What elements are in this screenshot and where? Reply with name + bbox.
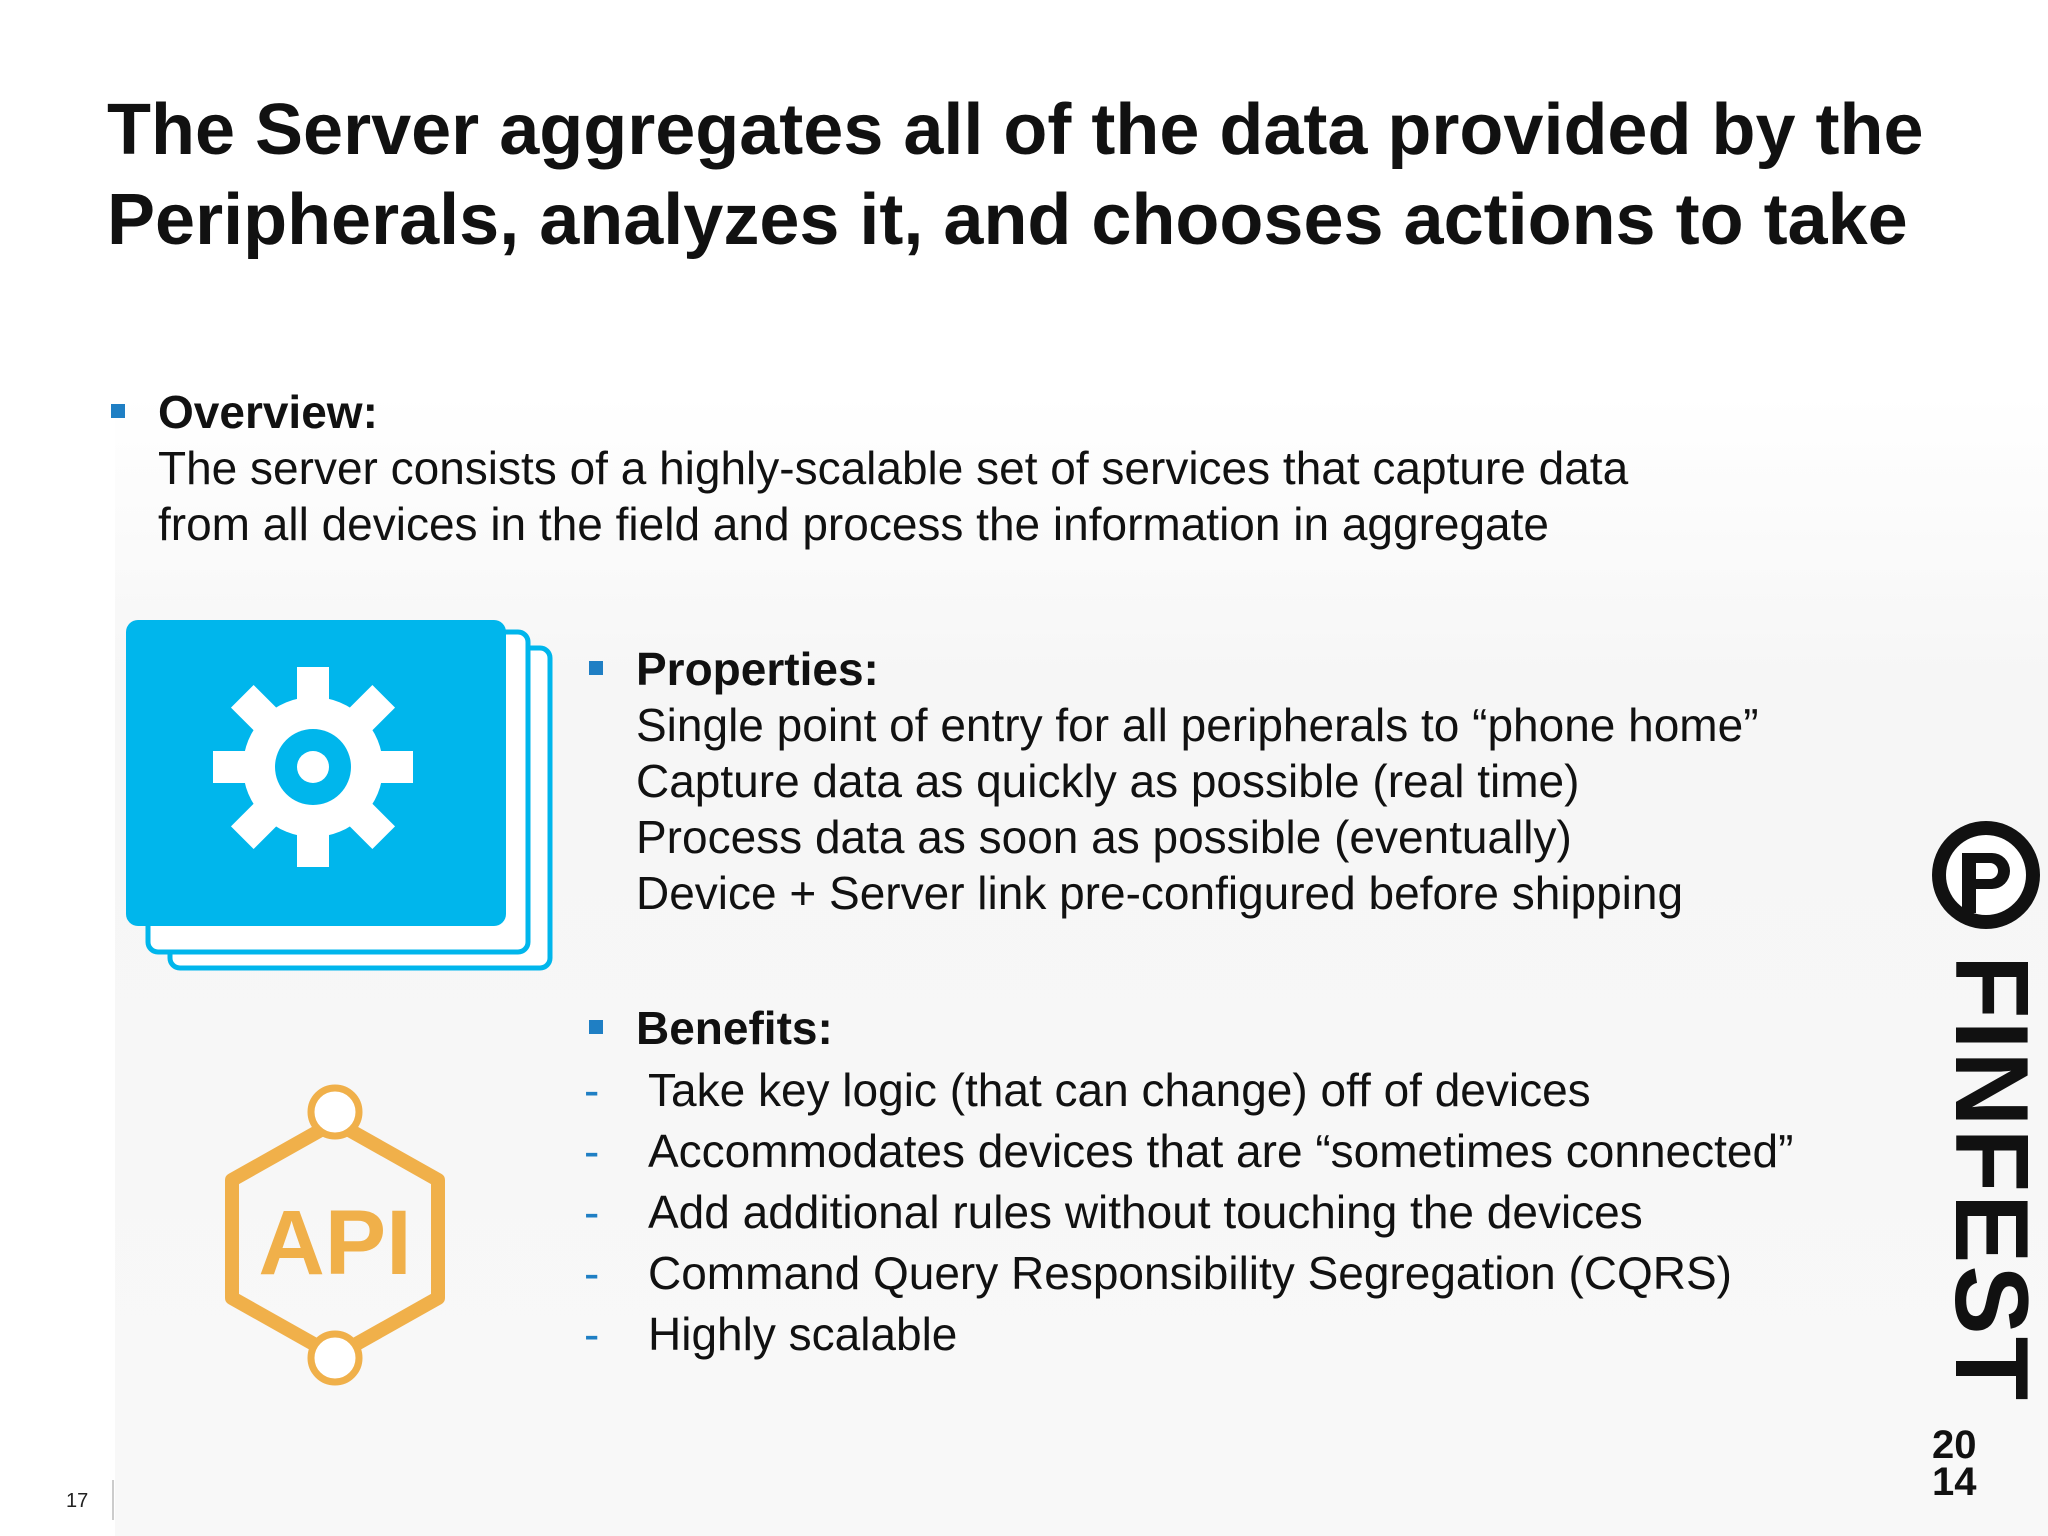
benefit-item: Take key logic (that can change) off of … <box>648 1064 1591 1116</box>
logo-text: FINFEST <box>1933 955 2048 1402</box>
finfest-logo: FINFEST 20 14 <box>1928 815 2048 1520</box>
benefit-item: Accommodates devices that are “sometimes… <box>648 1125 1794 1177</box>
benefit-dash: - <box>584 1247 600 1299</box>
benefit-dash: - <box>584 1064 600 1116</box>
benefit-dash: - <box>584 1186 600 1238</box>
footer-divider <box>112 1480 114 1520</box>
title-line-2: Peripherals, analyzes it, and chooses ac… <box>107 180 1908 260</box>
logo-year-top: 20 <box>1932 1423 1977 1467</box>
properties-line: Process data as soon as possible (eventu… <box>636 811 1572 863</box>
benefit-item: Highly scalable <box>648 1308 958 1360</box>
gear-window-icon <box>126 620 556 981</box>
properties-line: Capture data as quickly as possible (rea… <box>636 755 1580 807</box>
properties-bullet <box>589 661 603 675</box>
benefits-heading: Benefits: <box>636 1002 833 1054</box>
api-hexagon-icon: API <box>210 1080 460 1395</box>
overview-line: from all devices in the field and proces… <box>158 498 1550 550</box>
title-line-1: The Server aggregates all of the data pr… <box>107 90 1924 170</box>
properties-line: Device + Server link pre-configured befo… <box>636 867 1684 919</box>
benefit-dash: - <box>584 1125 600 1177</box>
benefit-item: Add additional rules without touching th… <box>648 1186 1643 1238</box>
overview-bullet <box>111 404 125 418</box>
properties-line: Single point of entry for all peripheral… <box>636 699 1759 751</box>
page-number: 17 <box>66 1490 89 1512</box>
benefits-bullet <box>589 1020 603 1034</box>
overview-heading: Overview: <box>158 386 378 438</box>
overview-line: The server consists of a highly-scalable… <box>158 442 1629 494</box>
benefit-dash: - <box>584 1308 600 1360</box>
logo-year-bottom: 14 <box>1932 1460 1977 1504</box>
benefit-item: Command Query Responsibility Segregation… <box>648 1247 1732 1299</box>
api-label: API <box>258 1192 411 1294</box>
properties-heading: Properties: <box>636 643 879 695</box>
slide-title: The Server aggregates all of the data pr… <box>107 85 1987 265</box>
